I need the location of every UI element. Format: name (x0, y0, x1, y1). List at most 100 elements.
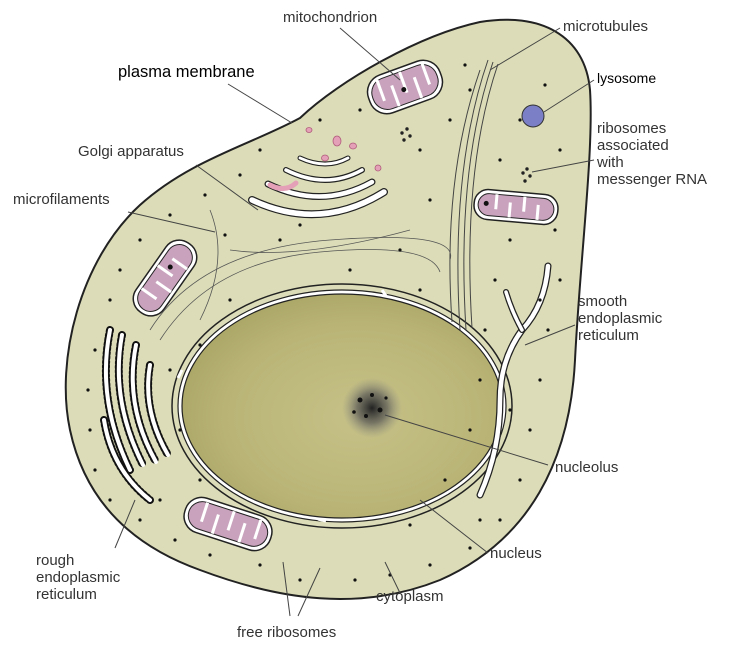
label-microtubules: microtubules (563, 18, 649, 35)
free-ribosome-dot (118, 268, 122, 272)
label-mitochondrion: mitochondrion (283, 9, 378, 26)
free-ribosome-dot (558, 148, 562, 152)
free-ribosome-dot (168, 368, 172, 372)
free-ribosome-dot (173, 538, 177, 542)
nucleus (171, 283, 513, 529)
rough-er (100, 326, 172, 504)
free-ribosome-dot (543, 83, 547, 87)
free-ribosome-dot (538, 298, 542, 302)
free-ribosome-dot (498, 158, 502, 162)
leader-free-ribosomes-2 (297, 567, 321, 617)
leader-cytoplasm (384, 561, 401, 594)
free-ribosome-dot (483, 328, 487, 332)
label-smooth-er-line-2: endoplasmic (578, 310, 663, 327)
free-ribosome-dot (553, 228, 557, 232)
microtubules (449, 59, 499, 331)
free-ribosome-dot (518, 478, 522, 482)
mitochondrion-left (132, 239, 198, 317)
free-ribosome-dot (448, 118, 452, 122)
free-ribosome-dot (478, 378, 482, 382)
leader-nucleolus (384, 414, 549, 466)
free-ribosome-dot (298, 223, 302, 227)
label-rough-er-line-3: reticulum (36, 586, 97, 603)
free-ribosome-dot (178, 428, 182, 432)
free-ribosome-dot (498, 518, 502, 522)
leader-microfilaments (127, 211, 216, 233)
label-smooth-er-line-1: smooth (578, 293, 628, 310)
free-ribosome-dot (108, 298, 112, 302)
free-ribosome-dot (468, 428, 472, 432)
leader-nucleus (419, 499, 489, 554)
free-ribosome-dot (558, 278, 562, 282)
smooth-er (476, 262, 552, 499)
free-ribosome-dot (203, 193, 207, 197)
leader-rough-er (114, 499, 136, 549)
free-ribosome-dot (508, 408, 512, 412)
free-ribosome-dot (208, 553, 212, 557)
free-ribosome-dot (348, 268, 352, 272)
free-ribosome-dot (408, 523, 412, 527)
free-ribosomes (86, 63, 562, 582)
mitochondrion-top (366, 59, 444, 115)
label-ribosomes-line-4: messenger RNA (597, 171, 708, 188)
free-ribosome-dot (538, 378, 542, 382)
free-ribosome-dot (238, 173, 242, 177)
free-ribosome-dot (93, 348, 97, 352)
golgi-apparatus (248, 155, 388, 219)
free-ribosome-dot (463, 63, 467, 67)
free-ribosome-dot (223, 233, 227, 237)
free-ribosome-dot (198, 478, 202, 482)
free-ribosome-dot (468, 88, 472, 92)
polyribosomes (400, 127, 532, 183)
label-plasma-membrane: plasma membrane (118, 63, 255, 81)
mitochondrion-bottom (183, 496, 273, 552)
leader-mitochondrion (339, 27, 401, 81)
label-lysosome: lysosome (597, 70, 657, 86)
free-ribosome-dot (508, 238, 512, 242)
free-ribosome-dot (138, 518, 142, 522)
free-ribosome-dot (278, 238, 282, 242)
free-ribosome-dot (493, 278, 497, 282)
leader-plasma-membrane (227, 83, 293, 124)
lysosome (521, 104, 545, 128)
microfilaments (149, 209, 452, 341)
free-ribosome-dot (546, 328, 550, 332)
free-ribosome-dot (398, 248, 402, 252)
label-rough-er-line-1: rough (36, 552, 75, 569)
leader-smooth-er (524, 324, 576, 346)
free-ribosome-dot (318, 118, 322, 122)
free-ribosome-dot (528, 428, 532, 432)
leader-golgi (195, 164, 259, 211)
free-ribosome-dot (428, 563, 432, 567)
free-ribosome-dot (358, 108, 362, 112)
free-ribosome-dot (138, 238, 142, 242)
leader-lysosome (543, 79, 595, 113)
label-smooth-er: smooth endoplasmic reticulum (578, 293, 662, 344)
label-cytoplasm: cytoplasm (376, 588, 444, 605)
leader-microtubules (489, 27, 561, 71)
free-ribosome-dot (108, 498, 112, 502)
leader-lines (114, 27, 595, 617)
free-ribosome-dot (418, 148, 422, 152)
free-ribosome-dot (258, 148, 262, 152)
free-ribosome-dot (258, 563, 262, 567)
free-ribosome-dot (468, 546, 472, 550)
nucleolus (342, 378, 402, 438)
label-ribosomes-mrna: ribosomes associated with messenger RNA (597, 120, 707, 188)
label-nucleolus: nucleolus (555, 459, 619, 476)
free-ribosome-dot (88, 428, 92, 432)
leader-free-ribosomes-1 (282, 561, 291, 617)
free-ribosome-dot (168, 213, 172, 217)
label-nucleus: nucleus (490, 545, 542, 562)
free-ribosome-dot (298, 578, 302, 582)
label-ribosomes-line-2: associated (597, 137, 669, 154)
label-rough-er-line-2: endoplasmic (36, 569, 121, 586)
free-ribosome-dot (428, 198, 432, 202)
mitochondrion-right (473, 188, 559, 226)
free-ribosome-dot (86, 388, 90, 392)
label-microfilaments: microfilaments (13, 191, 110, 208)
free-ribosome-dot (478, 518, 482, 522)
free-ribosome-dot (353, 578, 357, 582)
label-rough-er: rough endoplasmic reticulum (36, 552, 120, 603)
